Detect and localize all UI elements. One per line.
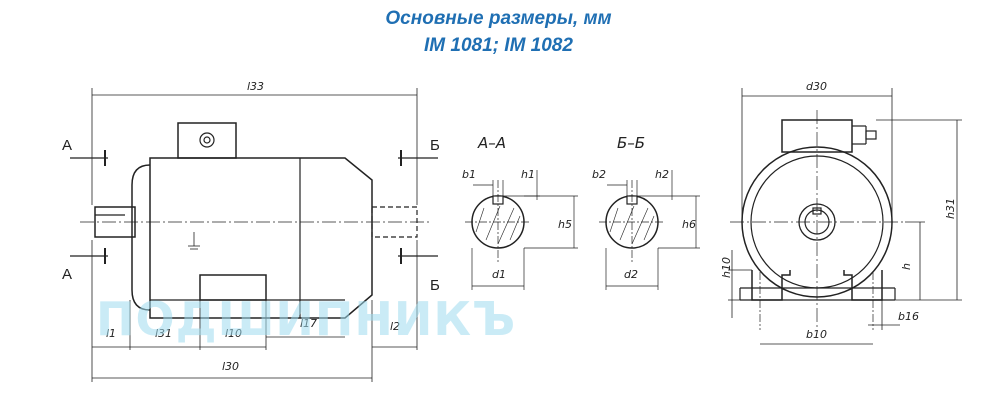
- section-a-label-bottom: А: [62, 266, 72, 283]
- dim-l17: l17: [300, 317, 317, 330]
- section-b-label-bottom: Б: [430, 277, 440, 294]
- dim-l33: l33: [247, 80, 264, 93]
- dim-b16: b16: [898, 310, 919, 323]
- drawing-subtitle: IM 1081; IM 1082: [424, 35, 573, 56]
- section-bb-title: Б–Б: [617, 134, 645, 152]
- dim-l10: l10: [225, 327, 242, 340]
- section-bb: [599, 170, 700, 290]
- dim-l31: l31: [155, 327, 172, 340]
- dim-d1: d1: [492, 268, 506, 281]
- section-aa-title: А–А: [477, 134, 506, 152]
- front-dim-lines: [728, 88, 962, 345]
- dim-b2: b2: [592, 168, 606, 181]
- dim-d30: d30: [806, 80, 827, 93]
- dim-h5: h5: [558, 218, 572, 231]
- dim-h10: h10: [720, 257, 733, 278]
- dim-b1: b1: [462, 168, 476, 181]
- dim-bottom-lines: [91, 240, 418, 382]
- dim-l30: l30: [222, 360, 239, 373]
- dim-h: h: [900, 263, 913, 270]
- dim-h1: h1: [521, 168, 535, 181]
- dim-h31: h31: [944, 198, 957, 219]
- watermark-text: ПОДШИПНИКЪ: [96, 292, 516, 346]
- dim-l2: l2: [390, 320, 400, 333]
- drawing-title: Основные размеры, мм: [385, 8, 612, 29]
- dim-h6: h6: [682, 218, 696, 231]
- section-aa: [465, 170, 578, 290]
- front-view: [730, 110, 905, 330]
- dim-l33-lines: [91, 88, 418, 205]
- dim-l1: l1: [106, 327, 116, 340]
- section-a-label-top: А: [62, 137, 72, 154]
- dim-b10: b10: [806, 328, 827, 341]
- side-view: [80, 122, 432, 319]
- dim-h2: h2: [655, 168, 669, 181]
- dim-d2: d2: [624, 268, 638, 281]
- section-markers: [70, 150, 438, 264]
- section-b-label-top: Б: [430, 137, 440, 154]
